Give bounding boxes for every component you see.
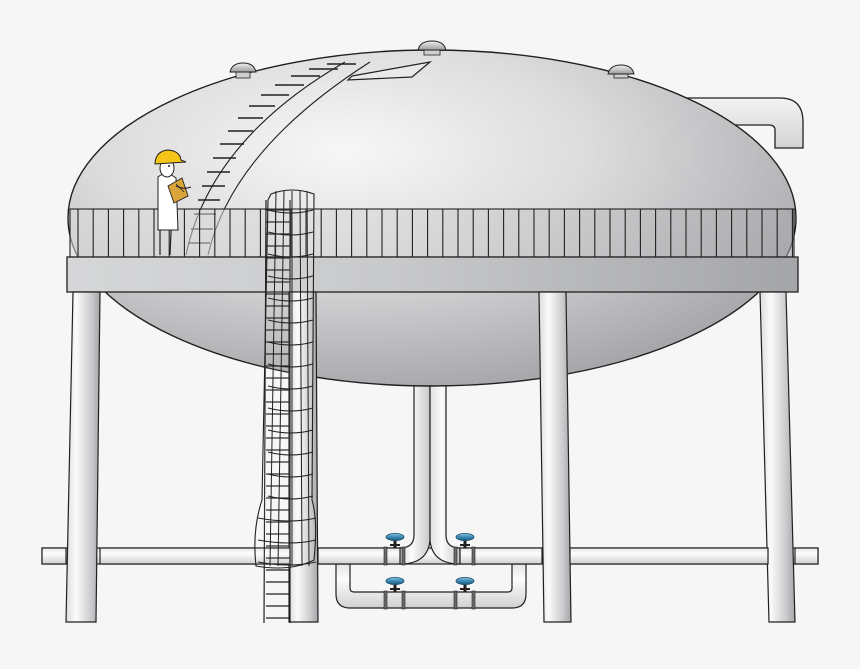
tank-outlet-pipes xyxy=(399,384,461,565)
caged-ladder xyxy=(254,189,317,624)
roof-hatch xyxy=(346,61,433,81)
pipe-valves xyxy=(383,533,476,610)
leg-front-left xyxy=(65,291,101,623)
front-pipe-segments xyxy=(41,547,819,565)
worker-figure xyxy=(154,149,192,256)
valve-icon[interactable] xyxy=(453,577,476,610)
walkway-railing xyxy=(69,208,795,258)
valve-icon[interactable] xyxy=(383,533,406,566)
valve-icon[interactable] xyxy=(453,533,476,566)
tank-legs xyxy=(65,291,796,623)
leg-front-right xyxy=(759,291,796,623)
roof-vent-left xyxy=(229,62,257,79)
walkway-deck xyxy=(66,256,799,293)
leg-back-right xyxy=(538,291,572,623)
bypass-pipe-loop xyxy=(335,563,527,609)
leg-back-left xyxy=(288,291,319,623)
roof-vent-right xyxy=(607,64,635,79)
valve-icon[interactable] xyxy=(383,577,406,610)
roof-vent-center xyxy=(417,40,447,56)
